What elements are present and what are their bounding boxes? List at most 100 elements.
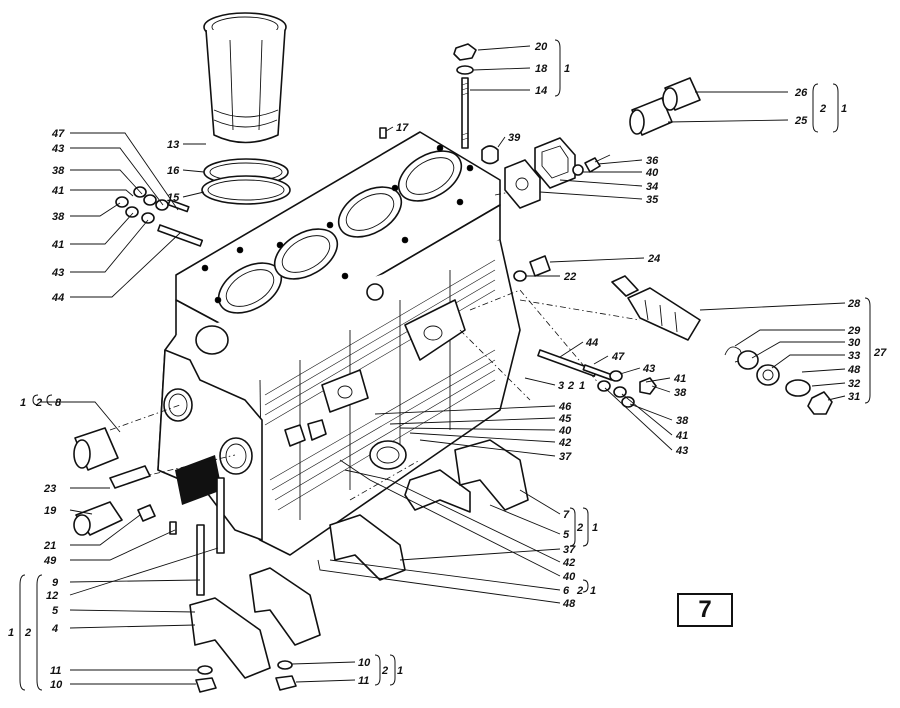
group-label-1: 1 (564, 63, 570, 75)
callout-labels: 47 43 38 41 38 41 43 44 13 16 15 17 20 1… (8, 41, 887, 691)
callout-48: 48 (562, 598, 576, 610)
callout-38: 38 (674, 387, 687, 399)
group-label-1: 1 (592, 522, 598, 534)
group-label-1: 1 (579, 380, 585, 392)
callout-4: 4 (51, 623, 58, 635)
callout-43: 43 (51, 143, 64, 155)
callout-40: 40 (562, 571, 576, 583)
callout-13: 13 (167, 139, 179, 151)
cylinder-liner (203, 12, 287, 144)
callout-40: 40 (645, 167, 659, 179)
callout-18: 18 (535, 63, 548, 75)
callout-43: 43 (675, 445, 688, 457)
callout-46: 46 (558, 401, 572, 413)
cylinder-block (157, 131, 521, 556)
callout-41: 41 (673, 373, 686, 385)
leader-lines (40, 45, 846, 685)
callout-47: 47 (611, 351, 625, 363)
callout-7: 7 (563, 509, 570, 521)
callout-8: 8 (55, 397, 62, 409)
group-label-2: 2 (381, 665, 388, 677)
callout-14: 14 (535, 85, 547, 97)
callout-28: 28 (847, 298, 861, 310)
group-label-2: 2 (576, 522, 583, 534)
callout-41: 41 (675, 430, 688, 442)
callout-42: 42 (558, 437, 571, 449)
group-label-2: 2 (567, 380, 574, 392)
plug-39 (481, 145, 499, 165)
callout-3: 3 (558, 380, 564, 392)
callout-44: 44 (51, 292, 64, 304)
callout-45: 45 (558, 413, 572, 425)
callout-32: 32 (848, 378, 860, 390)
callout-42: 42 (562, 557, 575, 569)
callout-6: 6 (563, 585, 570, 597)
figure-number-box: 7 (677, 593, 733, 627)
figure-number: 7 (698, 596, 712, 623)
callout-27: 27 (873, 347, 887, 359)
callout-41: 41 (51, 239, 64, 251)
liner-seal-ring-15 (201, 175, 291, 205)
group-label-1: 1 (397, 665, 403, 677)
callout-20: 20 (534, 41, 548, 53)
callout-43: 43 (51, 267, 64, 279)
callout-26: 26 (794, 87, 808, 99)
cover-plate-34-35 (504, 137, 576, 209)
callout-21: 21 (43, 540, 56, 552)
callout-11: 11 (50, 665, 61, 677)
callout-38: 38 (52, 211, 65, 223)
callout-47: 47 (51, 128, 65, 140)
callout-5: 5 (563, 529, 570, 541)
callout-9: 9 (52, 577, 59, 589)
dowel-pin-17 (379, 127, 387, 139)
grouping-braces (19, 39, 871, 691)
callout-23: 23 (43, 483, 56, 495)
callout-35: 35 (646, 194, 659, 206)
callout-25: 25 (794, 115, 808, 127)
group-label-2: 2 (576, 585, 583, 597)
bolt-36-washer-40 (572, 154, 611, 176)
callout-31: 31 (848, 391, 860, 403)
stud-14-nut-20-washer-18 (453, 43, 477, 149)
callout-38: 38 (676, 415, 689, 427)
callout-36: 36 (646, 155, 659, 167)
callout-37: 37 (559, 451, 572, 463)
group-label-2: 2 (35, 397, 42, 409)
callout-12: 12 (46, 590, 58, 602)
group-label-1: 1 (590, 585, 596, 597)
callout-44: 44 (585, 337, 598, 349)
studs-44-47-left (115, 186, 204, 247)
callout-34: 34 (646, 181, 658, 193)
callout-49: 49 (43, 555, 57, 567)
group-label-2: 2 (24, 627, 31, 639)
front-parts-8-23-19-21-49 (73, 427, 177, 536)
callout-29: 29 (847, 325, 861, 337)
callout-38: 38 (52, 165, 65, 177)
callout-24: 24 (647, 253, 660, 265)
group-label-2: 2 (819, 103, 826, 115)
callout-41: 41 (51, 185, 64, 197)
callout-43: 43 (642, 363, 655, 375)
fitting-24-washer-22 (513, 255, 551, 282)
callout-33: 33 (848, 350, 860, 362)
callout-11: 11 (358, 675, 369, 687)
callout-39: 39 (508, 132, 521, 144)
valve-parts-29-33 (724, 346, 833, 415)
bushings-25-26 (629, 77, 701, 136)
callout-5: 5 (52, 605, 59, 617)
callout-30: 30 (848, 337, 861, 349)
group-label-1: 1 (841, 103, 847, 115)
group-label-1: 1 (20, 397, 26, 409)
callout-40: 40 (558, 425, 572, 437)
callout-19: 19 (44, 505, 57, 517)
callout-17: 17 (396, 122, 409, 134)
valve-assembly-28 (611, 275, 701, 341)
callout-22: 22 (563, 271, 576, 283)
callout-48: 48 (847, 364, 861, 376)
callout-16: 16 (167, 165, 180, 177)
callout-10: 10 (358, 657, 371, 669)
group-label-1: 1 (8, 627, 14, 639)
callout-37: 37 (563, 544, 576, 556)
